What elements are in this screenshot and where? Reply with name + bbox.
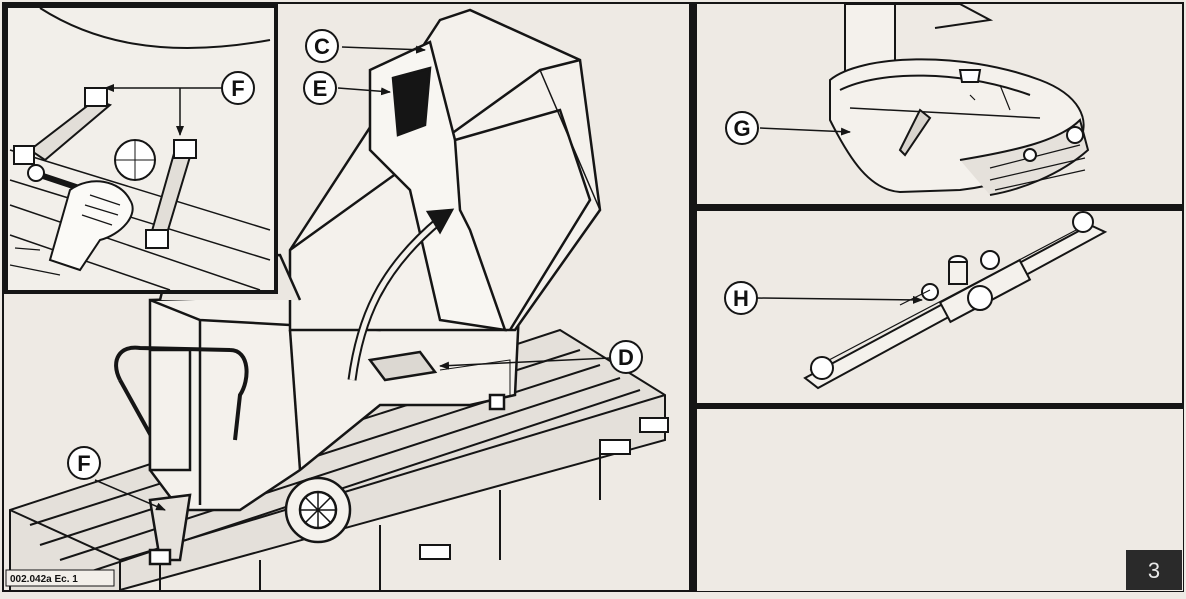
reference-code-box [5, 569, 115, 587]
callout-e: E [303, 71, 337, 105]
divider-g-h [697, 204, 1183, 211]
svg-text:E: E [313, 76, 328, 101]
panel-h: H [724, 211, 1108, 390]
leader-arrow-h [756, 295, 923, 304]
svg-text:G: G [733, 116, 750, 141]
callout-d: D [609, 340, 643, 374]
reference-code: 002.042a Ec. 1 [10, 574, 78, 585]
callout-f-inset: F [221, 71, 255, 105]
callout-g: G [725, 111, 759, 145]
svg-text:F: F [231, 76, 244, 101]
svg-text:C: C [314, 34, 330, 59]
blank-panel [697, 409, 1183, 591]
main-panel: C E D F F 002.042a Ec. 1 [4, 4, 669, 590]
leader-arrow-g [759, 127, 851, 136]
vertical-divider [689, 3, 697, 591]
scrubber-machine-drawing [114, 8, 602, 566]
svg-text:H: H [733, 286, 749, 311]
svg-text:D: D [618, 345, 634, 370]
svg-text:F: F [77, 451, 90, 476]
squeegee-blade-drawing [803, 211, 1108, 390]
page-number: 3 [1148, 558, 1160, 583]
callout-h: H [724, 281, 758, 315]
divider-h-blank [697, 403, 1183, 409]
callout-f-main: F [67, 446, 101, 480]
inset-detail-panel [4, 4, 278, 294]
panel-g: G [725, 4, 1090, 196]
leader-arrows-main [94, 45, 611, 511]
page-number-box: 3 [1126, 550, 1182, 590]
callout-c: C [305, 29, 339, 63]
squeegee-base-drawing [829, 4, 1090, 196]
